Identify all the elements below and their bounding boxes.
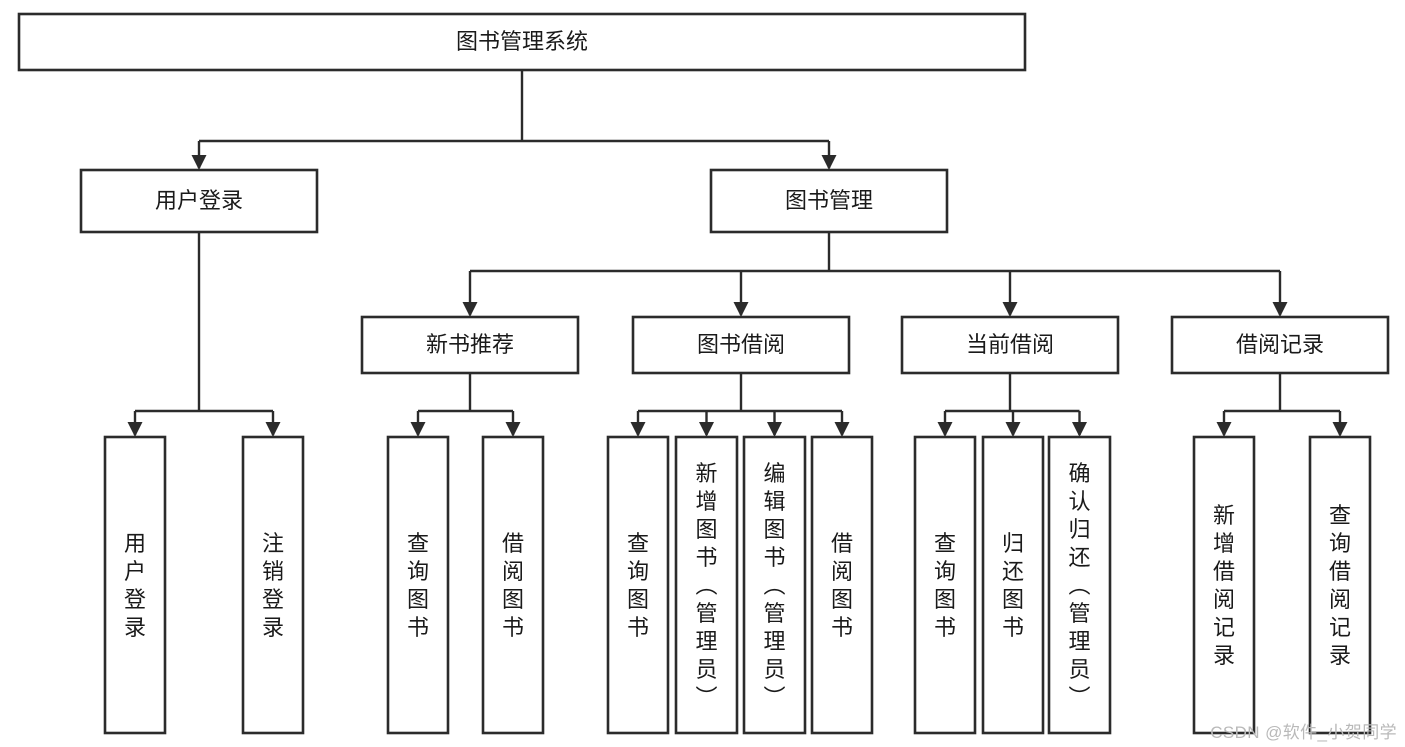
leaf-node-确认归还管理员-10[interactable]: 确认归还︵管理员︶ [1047, 435, 1112, 735]
node-label: 图书管理系统 [456, 29, 588, 54]
node-label: 用户登录 [124, 531, 146, 640]
node-label: 图书管理 [785, 188, 873, 213]
node-label: 归还图书 [1002, 531, 1024, 640]
node-label: 借阅图书 [831, 531, 853, 640]
node-box-rect [1308, 435, 1372, 735]
node-box-rect [913, 435, 977, 735]
node-新书推荐-l3[interactable]: 新书推荐 [360, 315, 580, 375]
node-label: 当前借阅 [966, 332, 1054, 357]
node-box-rect [606, 435, 670, 735]
arrow-head-icon [127, 422, 143, 437]
leaf-node-查询图书-2[interactable]: 查询图书 [386, 435, 450, 735]
node-box-rect [1170, 315, 1390, 375]
node-box-rect [103, 435, 167, 735]
node-box-rect [17, 12, 1027, 72]
arrow-head-icon [767, 422, 782, 437]
arrow-head-icon [630, 422, 646, 437]
node-box-rect [360, 315, 580, 375]
arrow-head-icon [191, 155, 207, 170]
arrow-head-icon [937, 422, 953, 437]
node-label: 用户登录 [155, 188, 243, 213]
node-label: 图书借阅 [697, 332, 785, 357]
node-label: 新书推荐 [426, 332, 514, 357]
node-box-rect [481, 435, 545, 735]
node-box-rect [631, 315, 851, 375]
arrow-head-icon [505, 422, 521, 437]
node-借阅记录-l3[interactable]: 借阅记录 [1170, 315, 1390, 375]
node-box-rect [1047, 435, 1112, 735]
leaf-node-查询图书-4[interactable]: 查询图书 [606, 435, 670, 735]
node-box-rect [900, 315, 1120, 375]
node-label: 注销登录 [262, 531, 284, 640]
node-label: 查询借阅记录 [1329, 503, 1351, 668]
arrow-head-icon [821, 155, 837, 170]
node-box-rect [241, 435, 305, 735]
connector-lines [127, 70, 1348, 437]
node-box-rect [386, 435, 450, 735]
arrow-head-icon [699, 422, 714, 437]
node-label: 查询图书 [934, 531, 956, 640]
node-当前借阅-l3[interactable]: 当前借阅 [900, 315, 1120, 375]
arrow-head-icon [733, 302, 749, 317]
node-box-rect [1192, 435, 1256, 735]
arrow-head-icon [1332, 422, 1348, 437]
node-图书管理-l2[interactable]: 图书管理 [709, 168, 949, 234]
node-label: 新增借阅记录 [1213, 503, 1235, 668]
node-box-rect [810, 435, 874, 735]
arrow-head-icon [1072, 422, 1087, 437]
node-boxes: 图书管理系统用户登录图书管理新书推荐图书借阅当前借阅借阅记录用户登录注销登录查询… [17, 12, 1390, 735]
arrow-head-icon [265, 422, 281, 437]
node-box-rect [79, 168, 319, 234]
arrow-head-icon [410, 422, 426, 437]
leaf-node-查询借阅记录-12[interactable]: 查询借阅记录 [1308, 435, 1372, 735]
leaf-node-编辑图书管理员-6[interactable]: 编辑图书︵管理员︶ [742, 435, 807, 735]
node-图书借阅-l3[interactable]: 图书借阅 [631, 315, 851, 375]
arrow-head-icon [1216, 422, 1232, 437]
leaf-node-查询图书-8[interactable]: 查询图书 [913, 435, 977, 735]
leaf-node-用户登录-0[interactable]: 用户登录 [103, 435, 167, 735]
node-图书管理系统-root[interactable]: 图书管理系统 [17, 12, 1027, 72]
node-label: 查询图书 [407, 531, 429, 640]
arrow-head-icon [1272, 302, 1288, 317]
arrow-head-icon [834, 422, 850, 437]
leaf-node-借阅图书-3[interactable]: 借阅图书 [481, 435, 545, 735]
node-box-rect [709, 168, 949, 234]
node-label: 确认归还︵管理员︶ [1068, 461, 1090, 710]
node-label: 新增图书︵管理员︶ [695, 461, 717, 710]
arrow-head-icon [1005, 422, 1021, 437]
leaf-node-注销登录-1[interactable]: 注销登录 [241, 435, 305, 735]
node-label: 编辑图书︵管理员︶ [763, 461, 785, 710]
node-box-rect [674, 435, 739, 735]
leaf-node-归还图书-9[interactable]: 归还图书 [981, 435, 1045, 735]
node-用户登录-l2[interactable]: 用户登录 [79, 168, 319, 234]
leaf-node-新增图书管理员-5[interactable]: 新增图书︵管理员︶ [674, 435, 739, 735]
arrow-head-icon [462, 302, 478, 317]
leaf-node-新增借阅记录-11[interactable]: 新增借阅记录 [1192, 435, 1256, 735]
arrow-head-icon [1002, 302, 1018, 317]
node-box-rect [981, 435, 1045, 735]
node-label: 借阅记录 [1236, 332, 1324, 357]
node-label: 借阅图书 [502, 531, 524, 640]
node-label: 查询图书 [627, 531, 649, 640]
node-box-rect [742, 435, 807, 735]
leaf-node-借阅图书-7[interactable]: 借阅图书 [810, 435, 874, 735]
